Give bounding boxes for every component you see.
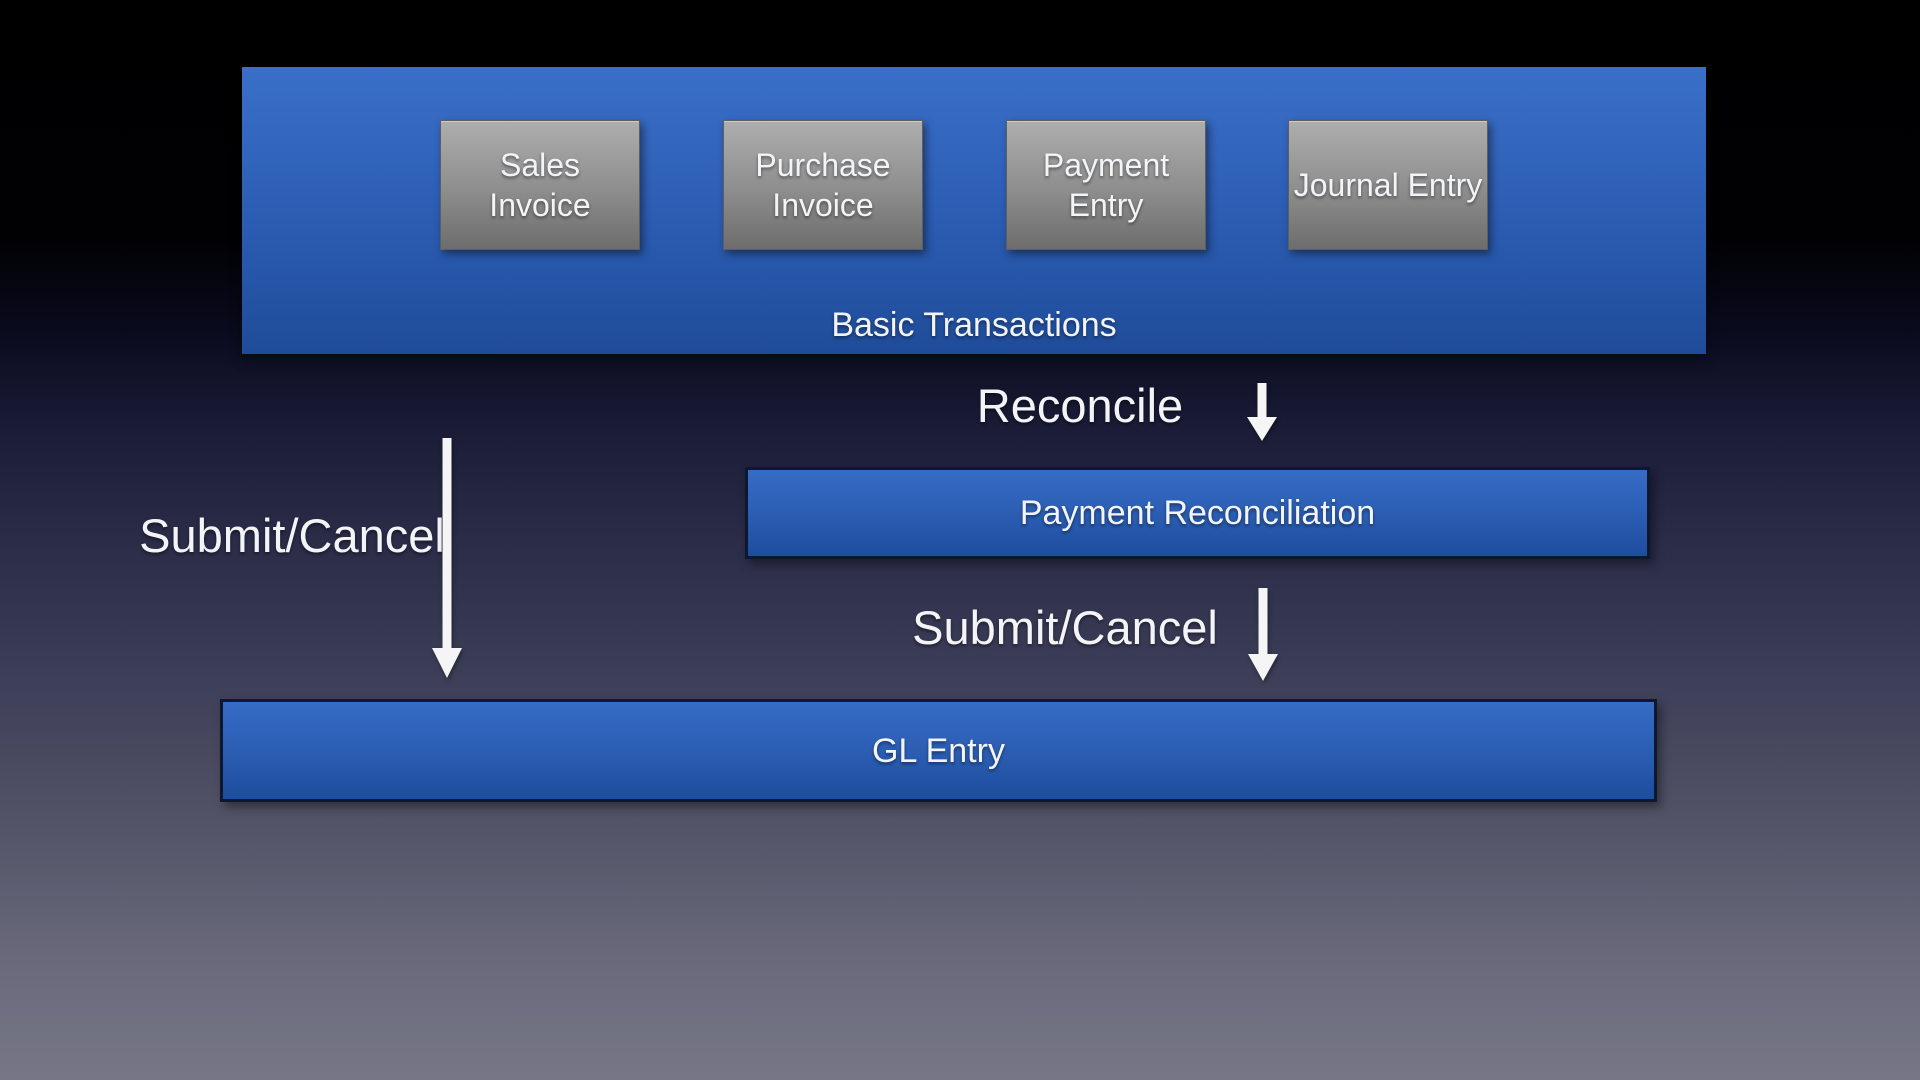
basic-transactions-label: Basic Transactions <box>831 306 1117 344</box>
payment-entry-box: Payment Entry <box>1006 120 1206 250</box>
payment-reconciliation-bar: Payment Reconciliation <box>745 467 1650 559</box>
submit-cancel-left-arrow-icon <box>431 438 463 678</box>
submit-cancel-right-label: Submit/Cancel <box>912 601 1218 654</box>
sales-invoice-label: Sales Invoice <box>489 147 591 223</box>
reconcile-arrow-icon <box>1246 383 1278 441</box>
payment-entry-label: Payment Entry <box>1042 147 1170 223</box>
purchase-invoice-label: Purchase Invoice <box>755 147 891 223</box>
gl-entry-label: GL Entry <box>872 731 1005 770</box>
reconcile-label: Reconcile <box>976 379 1184 432</box>
journal-entry-label: Journal Entry <box>1293 167 1483 203</box>
submit-cancel-right-arrow-icon <box>1247 588 1279 681</box>
journal-entry-box: Journal Entry <box>1288 120 1488 250</box>
purchase-invoice-box: Purchase Invoice <box>723 120 923 250</box>
gl-entry-bar: GL Entry <box>220 699 1657 802</box>
sales-invoice-box: Sales Invoice <box>440 120 640 250</box>
submit-cancel-left-label: Submit/Cancel <box>139 509 445 562</box>
basic-transactions-group: Sales Invoice Purchase Invoice Payment E… <box>242 67 1706 354</box>
payment-reconciliation-label: Payment Reconciliation <box>1019 494 1376 532</box>
